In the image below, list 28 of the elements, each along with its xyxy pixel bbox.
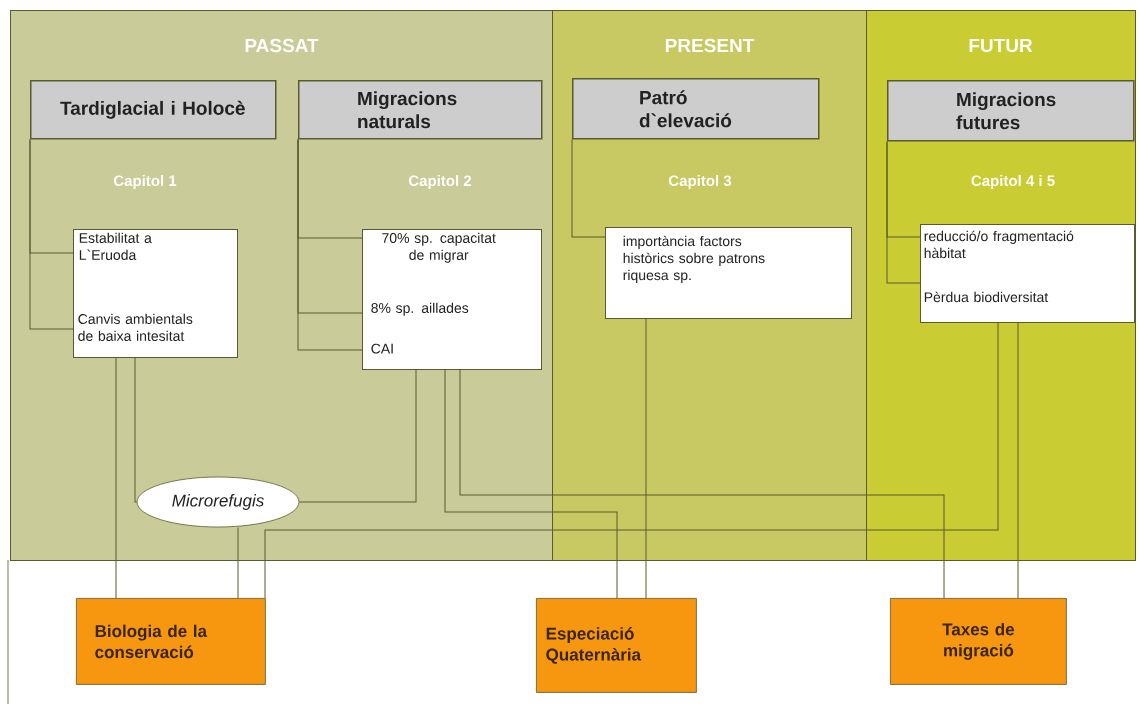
connector-line bbox=[444, 369, 618, 599]
chapter-label: Capitol 1 bbox=[113, 175, 177, 189]
outcome-box: Biologia de la conservació bbox=[76, 598, 266, 685]
connector-line bbox=[645, 318, 647, 599]
connector-line bbox=[298, 369, 417, 503]
connector-line bbox=[29, 139, 74, 330]
text-box: reducció/o fragmentació hàbitat Pèrdua biodiversitat bbox=[920, 224, 1135, 323]
chapter-header-box: Patró d`elevació bbox=[572, 78, 820, 140]
connector-line bbox=[571, 139, 606, 238]
chapter-header-box: Tardiglacial i Holocè bbox=[30, 80, 277, 140]
connector-line bbox=[1017, 322, 1019, 599]
connector-line bbox=[297, 139, 363, 351]
chapter-label: Capitol 3 bbox=[668, 175, 732, 189]
chapter-label: Capitol 4 i 5 bbox=[971, 175, 1055, 189]
chapter-label: Capitol 2 bbox=[408, 175, 472, 189]
chapter-header-box: Migracions naturals bbox=[298, 80, 543, 140]
connector-line bbox=[264, 322, 999, 599]
chapter-header-box: Migracions futures bbox=[887, 80, 1135, 142]
outcome-box: Taxes de migració bbox=[890, 598, 1067, 685]
connector-line bbox=[237, 526, 239, 599]
outcome-box: Especiació Quaternària bbox=[536, 598, 697, 693]
connector-line bbox=[886, 141, 921, 284]
connector-line bbox=[134, 357, 138, 503]
text-box: importància factors històrics sobre patrons riquesa sp. bbox=[605, 227, 852, 319]
text-box: 70% sp. capacitat de migrar 8% sp. aillades CAI bbox=[362, 229, 542, 370]
connector-line bbox=[459, 369, 945, 599]
text-box: Estabilitat a L`Eruoda Canvis ambientals de baixa intesitat bbox=[73, 229, 238, 358]
connector-line bbox=[115, 357, 117, 599]
